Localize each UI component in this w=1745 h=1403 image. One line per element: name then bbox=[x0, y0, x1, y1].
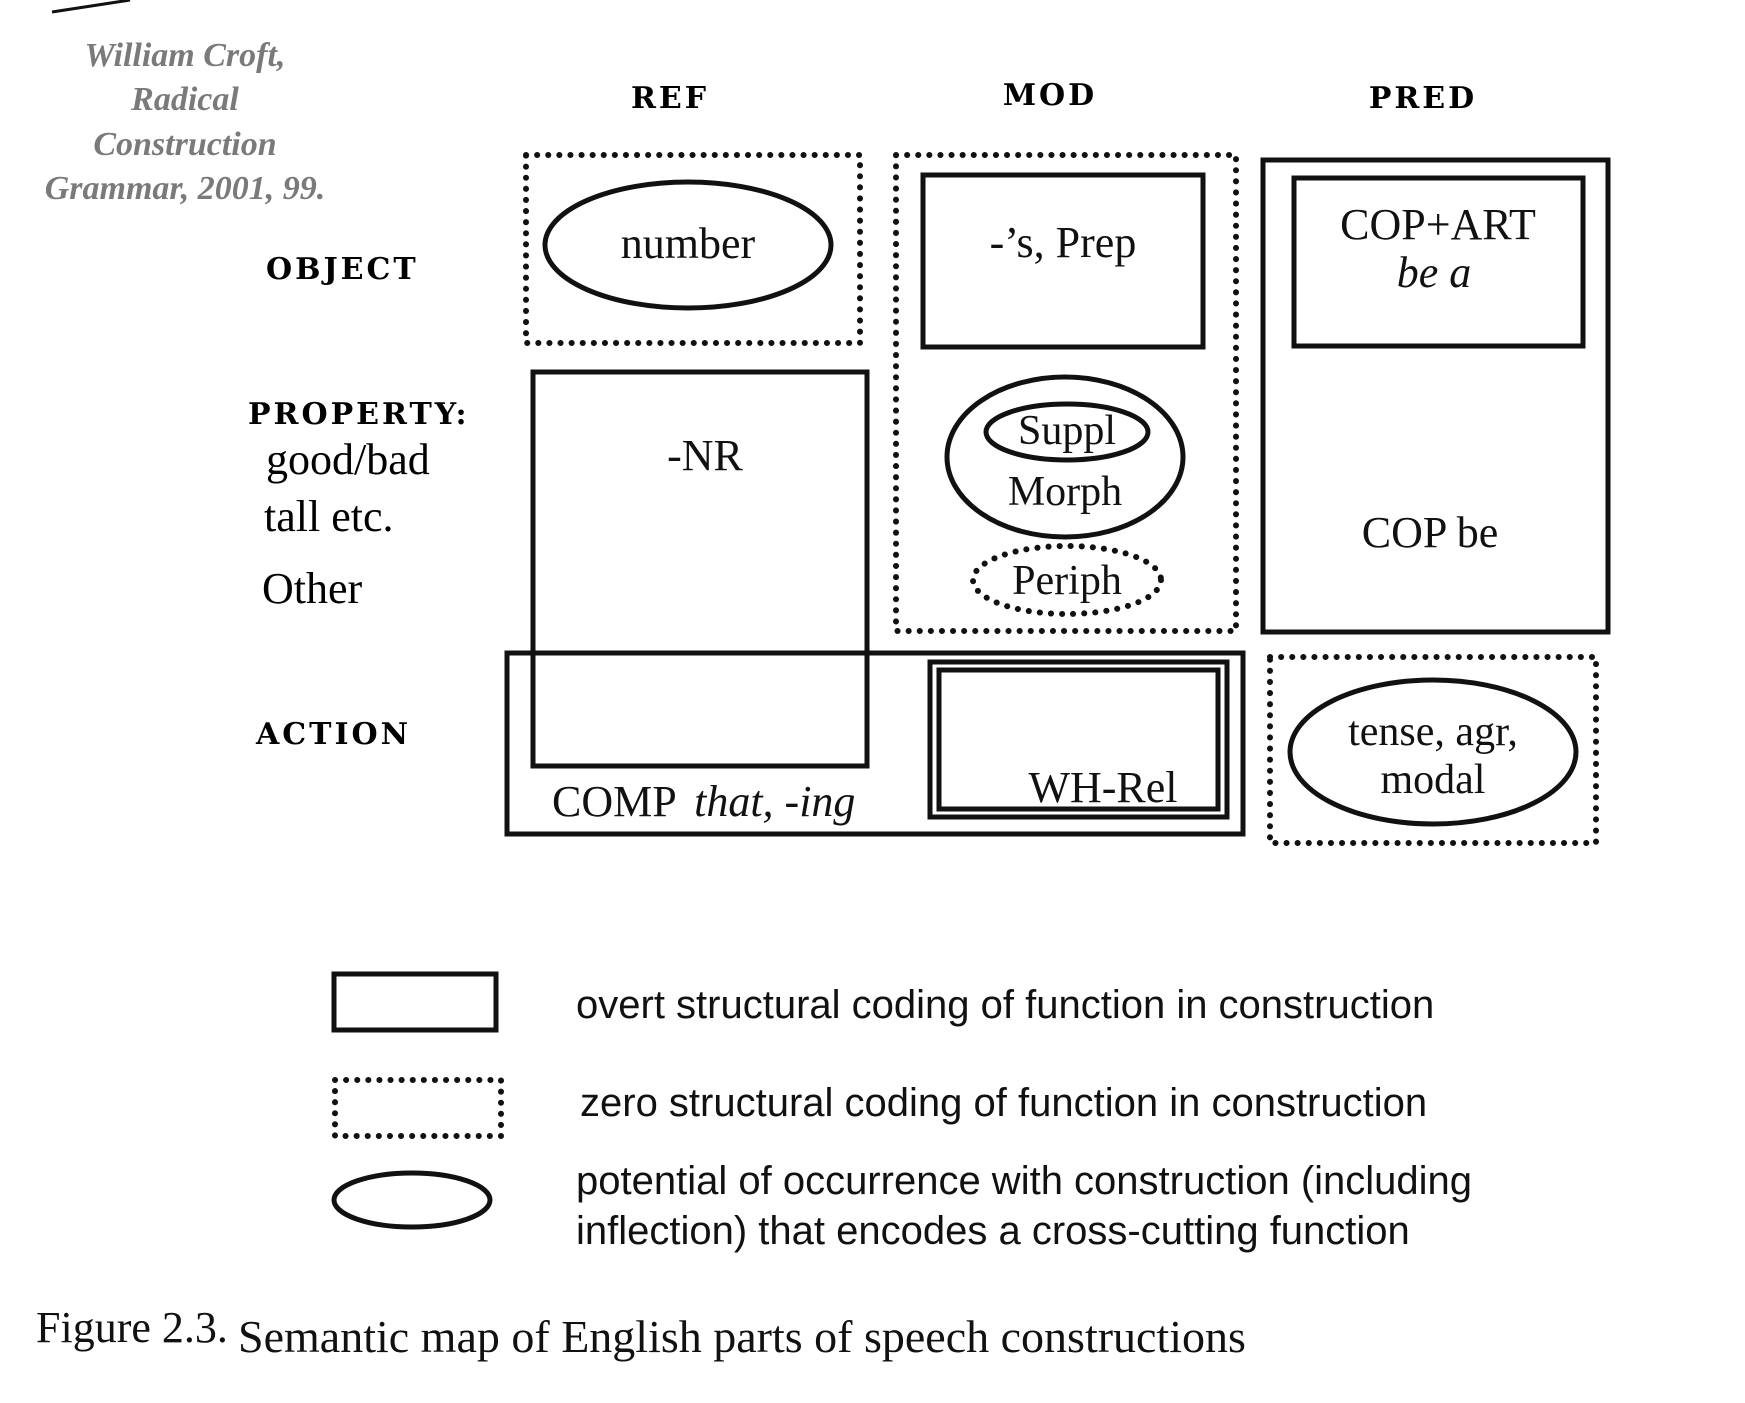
comp-plain: COMP bbox=[552, 777, 675, 826]
periph-label: Periph bbox=[1012, 558, 1122, 604]
row-header-property: PROPERTY: bbox=[248, 397, 470, 432]
legend-potential-text-1: potential of occurrence with constructio… bbox=[576, 1159, 1472, 1203]
comp-label: COMP that, -ing bbox=[552, 777, 855, 826]
legend-zero-text: zero structural coding of function in co… bbox=[580, 1081, 1427, 1125]
caption-text: Semantic map of English parts of speech … bbox=[238, 1311, 1246, 1362]
legend: overt structural coding of function in c… bbox=[331, 971, 1472, 1253]
credit-line-2: Radical bbox=[130, 81, 239, 118]
periph-zero-oval bbox=[970, 543, 1164, 617]
be-a-label: be a bbox=[1397, 248, 1472, 297]
credit-line-4: Grammar, 2001, 99. bbox=[45, 170, 326, 207]
caption-label: Figure 2.3. bbox=[36, 1303, 228, 1352]
credit-block: William Croft, Radical Construction Gram… bbox=[45, 37, 326, 207]
possessive-prep-overt-box bbox=[920, 172, 1206, 350]
row-header-action: ACTION bbox=[255, 717, 411, 752]
column-header-pred: PRED bbox=[1369, 81, 1477, 116]
pred-overt-outer-box bbox=[1260, 157, 1611, 635]
ref-object-zero-box bbox=[523, 152, 863, 346]
cop-art-label: COP+ART bbox=[1340, 200, 1536, 249]
column-header-mod: MOD bbox=[1003, 78, 1097, 113]
nr-overt-box bbox=[530, 369, 870, 769]
column-headers: REF MOD PRED bbox=[631, 78, 1477, 116]
nr-label: -NR bbox=[667, 431, 743, 480]
wh-rel-overt-box bbox=[927, 659, 1230, 820]
comp-italic: that, -ing bbox=[694, 777, 855, 826]
suppl-inner-oval bbox=[983, 401, 1151, 463]
number-label: number bbox=[621, 219, 756, 268]
row-header-property-sub2: tall etc. bbox=[264, 492, 394, 541]
tense-agr-modal-oval bbox=[1287, 677, 1579, 827]
morph-label: Morph bbox=[1008, 469, 1122, 515]
legend-overt-text: overt structural coding of function in c… bbox=[576, 983, 1434, 1027]
legend-zero-symbol bbox=[332, 1077, 504, 1139]
row-header-object: OBJECT bbox=[266, 252, 419, 287]
row-header-property-sub1: good/bad bbox=[266, 435, 430, 484]
mod-zero-box bbox=[893, 152, 1239, 634]
row-headers: OBJECT PROPERTY: good/bad tall etc. Othe… bbox=[248, 252, 470, 752]
figure-caption: Figure 2.3. Semantic map of English part… bbox=[36, 1303, 1246, 1362]
top-left-stroke bbox=[51, 0, 131, 14]
legend-potential-text-2: inflection) that encodes a cross-cutting… bbox=[576, 1209, 1410, 1253]
tense-agr-label: tense, agr, bbox=[1348, 709, 1518, 755]
row-header-property-other: Other bbox=[262, 564, 363, 613]
number-oval bbox=[542, 179, 834, 311]
cop-art-overt-box bbox=[1291, 175, 1586, 349]
pred-action-zero-box bbox=[1267, 654, 1599, 846]
wh-rel-label: WH-Rel bbox=[1028, 763, 1177, 812]
possessive-prep-label: -’s, Prep bbox=[990, 218, 1137, 267]
legend-overt-symbol bbox=[331, 971, 499, 1033]
cop-be-label: COP be bbox=[1362, 508, 1499, 557]
credit-line-1: William Croft, bbox=[85, 37, 286, 74]
credit-line-3: Construction bbox=[93, 126, 276, 163]
wh-rel-inner-box bbox=[936, 667, 1221, 812]
suppl-label: Suppl bbox=[1018, 408, 1116, 454]
action-overt-outer-box bbox=[504, 650, 1246, 837]
suppl-morph-outer-oval bbox=[944, 374, 1186, 540]
modal-label: modal bbox=[1381, 757, 1486, 803]
column-header-ref: REF bbox=[631, 81, 709, 116]
legend-oval-symbol bbox=[331, 1170, 493, 1230]
